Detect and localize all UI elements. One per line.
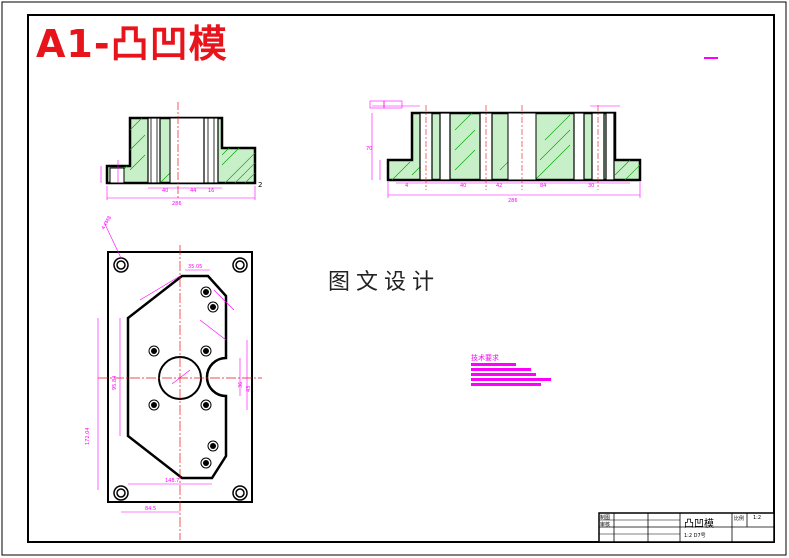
drawing-border xyxy=(27,14,775,543)
title-block xyxy=(598,512,775,543)
side-section-view: 286 4 40 42 84 30 70 xyxy=(366,100,642,204)
svg-text:40: 40 xyxy=(460,183,466,189)
svg-text:16: 16 xyxy=(208,188,214,194)
svg-text:2: 2 xyxy=(258,181,262,189)
svg-text:40: 40 xyxy=(162,188,168,194)
title-block-part-name: 凸凹模 xyxy=(684,519,714,530)
watermark-text: 图文设计 xyxy=(326,264,443,296)
svg-text:35.05: 35.05 xyxy=(188,264,202,270)
svg-text:286: 286 xyxy=(172,201,182,207)
front-section-view: 286 40 44 16 2 xyxy=(100,102,262,207)
title-block-scale-value: 1:2 xyxy=(753,515,762,521)
svg-text:172.04: 172.04 xyxy=(85,428,91,446)
svg-text:84: 84 xyxy=(540,183,546,189)
title-block-row2: 审核 xyxy=(600,522,611,528)
drawing-title: A1-凸凹模 xyxy=(36,22,228,66)
svg-text:95.84: 95.84 xyxy=(112,376,118,390)
svg-text:36: 36 xyxy=(238,382,244,388)
tech-requirements-label: 技术要求 xyxy=(471,353,499,362)
svg-text:84.5: 84.5 xyxy=(145,506,156,512)
plan-view: 172.04 95.84 148.7 84.5 35.05 36 43 4×M8 xyxy=(85,215,262,540)
svg-text:44: 44 xyxy=(190,188,196,194)
title-block-scale-label: 比例 xyxy=(734,516,745,522)
svg-text:43: 43 xyxy=(246,386,252,392)
svg-text:30: 30 xyxy=(588,183,594,189)
svg-text:286: 286 xyxy=(508,198,518,204)
title-block-row1: 制图 xyxy=(600,515,611,521)
svg-text:70: 70 xyxy=(366,146,372,152)
svg-text:42: 42 xyxy=(496,183,502,189)
svg-text:148.7: 148.7 xyxy=(165,478,179,484)
svg-text:4: 4 xyxy=(405,183,408,189)
tech-requirements: 技术要求 xyxy=(471,353,551,386)
svg-text:4×M8: 4×M8 xyxy=(101,215,114,231)
title-block-drawing-no: 1:2 D7号 xyxy=(684,533,706,539)
